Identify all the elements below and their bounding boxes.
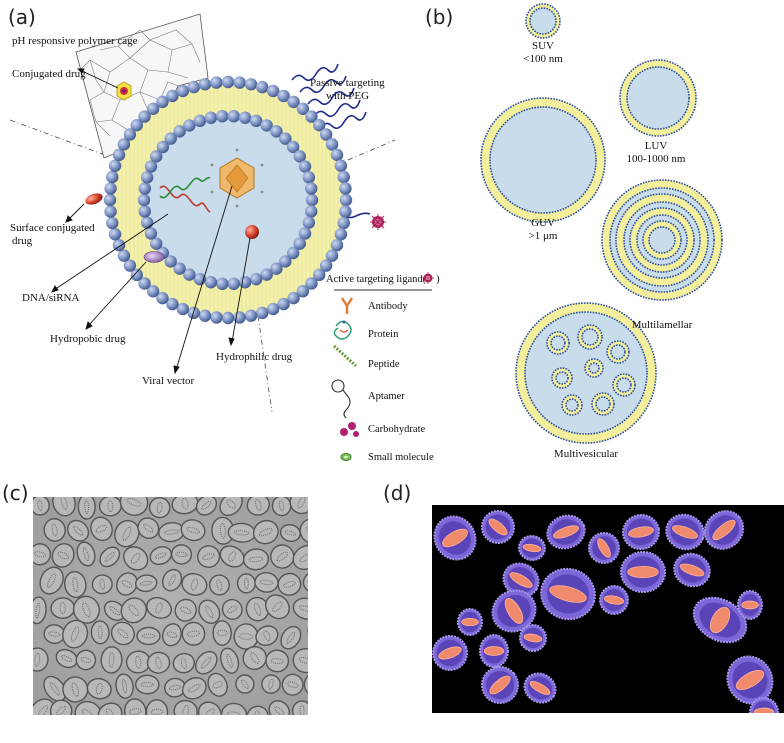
panel-c-micrograph <box>26 485 333 733</box>
micrograph-vesicle <box>78 494 95 519</box>
conjugated-drug-label: Conjugated drug <box>12 68 86 80</box>
multilamellar-label: Multilamellar <box>632 319 693 331</box>
dna-label: DNA/siRNA <box>22 292 80 304</box>
panel-label-c: (c) <box>2 481 29 505</box>
vesicle <box>526 4 560 38</box>
micrograph-vesicle <box>136 675 159 694</box>
vesicle <box>643 221 681 259</box>
suv-label: SUV <box>532 40 554 52</box>
multivesicular-label: Multivesicular <box>554 448 618 460</box>
protein-icon <box>334 321 351 340</box>
targeting-ligand-star <box>370 214 386 230</box>
rendered-vesicle <box>738 591 762 619</box>
ligand-legend: Active targeting ligand() Antibody Prote… <box>326 272 440 463</box>
micrograph-vesicle <box>91 621 110 645</box>
hydrophilic-drug-icon <box>245 225 259 239</box>
vesicle <box>613 374 635 396</box>
rendered-vesicle <box>458 609 482 635</box>
vesicle <box>481 98 605 222</box>
hydrophilic-label: Hydrophilic drug <box>216 351 293 363</box>
micrograph-vesicle <box>213 621 231 646</box>
peptide-icon <box>334 346 356 366</box>
panel-d-render <box>427 503 784 726</box>
rendered-vesicle <box>750 698 778 726</box>
ligand-label-aptamer: Aptamer <box>368 391 405 402</box>
panel-a: pH responsive polymer cage Conjugated dr… <box>10 14 440 463</box>
viral-vector-label: Viral vector <box>142 375 195 387</box>
surface-drug-label-1: Surface conjugated <box>10 222 95 234</box>
vesicle <box>562 395 582 415</box>
vesicle <box>578 325 602 349</box>
micrograph-vesicle <box>51 598 75 619</box>
micrograph-vesicle <box>101 646 123 673</box>
micrograph-vesicle <box>292 701 311 721</box>
suv-size-label: <100 nm <box>523 53 563 65</box>
guv-label: GUV <box>531 217 555 229</box>
passive-targeting-label-2: with PEG <box>326 90 369 102</box>
antibody-icon <box>342 298 352 314</box>
vesicle <box>585 359 603 377</box>
ligand-label-protein: Protein <box>368 329 399 340</box>
panel-b: SUV <100 nm LUV 100-1000 nm GUV >1 μm Mu… <box>481 4 722 460</box>
aptamer-icon <box>332 380 350 418</box>
passive-targeting-label-1: Passive targeting <box>310 77 385 89</box>
luv-size-label: 100-1000 nm <box>627 153 686 165</box>
ligand-label-antibody: Antibody <box>368 301 408 312</box>
micrograph-vesicle <box>99 496 121 516</box>
ligand-label-carbohydrate: Carbohydrate <box>368 424 425 435</box>
rendered-vesicle <box>621 552 665 592</box>
micrograph-vesicle <box>305 619 330 645</box>
vesicle <box>607 341 629 363</box>
micrograph-vesicle <box>137 628 160 645</box>
ligand-legend-title: Active targeting ligand() <box>326 274 440 285</box>
luv-label: LUV <box>645 140 668 152</box>
micrograph-vesicle <box>265 650 289 673</box>
vesicle <box>620 60 696 136</box>
carbohydrate-icon <box>340 422 359 437</box>
micrograph-vesicle <box>237 574 255 594</box>
vesicle <box>547 332 569 354</box>
hydrophobic-drug-icon <box>144 252 164 263</box>
hydrophobic-label: Hydropobic drug <box>50 333 126 345</box>
vesicle <box>552 368 572 388</box>
ligand-label-peptide: Peptide <box>368 359 400 370</box>
conjugated-drug-icon <box>117 82 131 100</box>
micrograph-vesicle <box>146 699 168 724</box>
micrograph-vesicle <box>233 623 258 650</box>
guv-size-label: >1 μm <box>529 230 558 242</box>
small-molecule-icon <box>341 454 351 461</box>
rendered-vesicle <box>480 635 508 667</box>
panel-label-b: (b) <box>425 5 453 29</box>
surface-drug-label-2: drug <box>12 235 33 247</box>
ligand-label-small-molecule: Small molecule <box>368 452 434 463</box>
vesicle <box>592 393 614 415</box>
panel-label-d: (d) <box>383 481 411 505</box>
surface-drug-icon <box>84 191 104 207</box>
cage-label: pH responsive polymer cage <box>12 35 138 47</box>
panel-label-a: (a) <box>8 5 36 29</box>
